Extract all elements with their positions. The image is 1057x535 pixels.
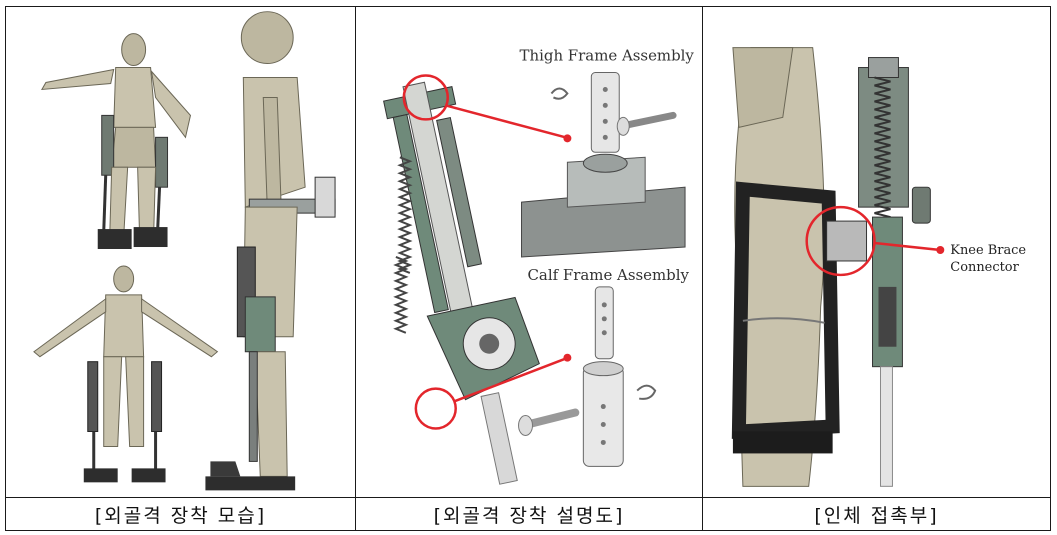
caption-row: [외골격 장착 모습] [외골격 장착 설명도] [인체 접촉부] bbox=[5, 497, 1051, 531]
human-model-front bbox=[33, 265, 219, 483]
figure-table: Thigh Frame Assembly Calf Frame Assembly bbox=[5, 6, 1051, 531]
thigh-frame-parts bbox=[521, 72, 686, 258]
panel-3-caption: [인체 접촉부] bbox=[702, 497, 1051, 531]
panel-2-caption: [외골격 장착 설명도] bbox=[355, 497, 703, 531]
connector-callout-dot bbox=[936, 246, 945, 254]
panel-3-image: Knee Brace Connector bbox=[702, 6, 1051, 498]
panel-1-image bbox=[5, 6, 356, 498]
thigh-frame-label: Thigh Frame Assembly bbox=[520, 47, 695, 65]
knee-brace-illustration: Knee Brace Connector bbox=[731, 47, 1026, 487]
calf-frame-label: Calf Frame Assembly bbox=[528, 266, 690, 284]
spring-coils bbox=[393, 156, 413, 334]
knee-brace-label: Knee Brace bbox=[950, 243, 1026, 258]
leg-mechanism bbox=[383, 81, 540, 485]
panel-1-caption: [외골격 장착 모습] bbox=[5, 497, 356, 531]
callout-leaders bbox=[402, 74, 566, 430]
thigh-callout-dot bbox=[563, 134, 572, 143]
assembly-diagram-illustration: Thigh Frame Assembly Calf Frame Assembly bbox=[383, 47, 695, 485]
image-row: Thigh Frame Assembly Calf Frame Assembly bbox=[5, 6, 1051, 498]
calf-frame-parts bbox=[518, 286, 657, 467]
connector-label: Connector bbox=[950, 260, 1019, 275]
calf-callout-dot bbox=[563, 353, 572, 362]
leg-closeup bbox=[731, 47, 840, 487]
human-model-perspective bbox=[40, 33, 192, 250]
panel-2-image: Thigh Frame Assembly Calf Frame Assembly bbox=[355, 6, 703, 498]
exoskeleton-figure-illustration bbox=[33, 11, 336, 491]
exoskeleton-shank bbox=[826, 57, 931, 487]
connector-callout bbox=[805, 205, 941, 277]
human-model-side bbox=[205, 11, 336, 491]
